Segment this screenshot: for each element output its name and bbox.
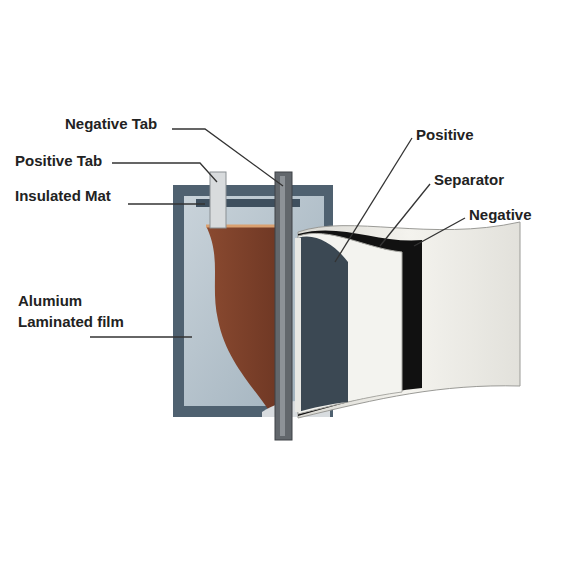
negative-tab — [275, 172, 292, 440]
part-label: Alumium Laminated film — [18, 290, 140, 332]
part-label: Separator — [434, 169, 504, 190]
part-label: Negative — [469, 204, 532, 225]
negative-tab-shine — [280, 176, 285, 436]
leader-line — [414, 218, 465, 246]
outer-sheet — [298, 222, 520, 418]
part-label: Positive Tab — [15, 150, 102, 171]
leader-line — [335, 138, 412, 262]
leader-line — [128, 203, 205, 204]
negative-sheet — [298, 230, 422, 416]
positive-tab — [210, 172, 226, 228]
leader-line — [90, 336, 192, 337]
positive-sheet — [298, 237, 348, 412]
part-label: Positive — [416, 124, 474, 145]
sheet-edge — [295, 238, 301, 412]
leader-line — [112, 163, 217, 182]
part-label: Negative Tab — [65, 113, 157, 134]
part-label: Insulated Mat — [15, 185, 111, 206]
leader-line — [380, 184, 430, 246]
separator-sheet — [298, 233, 402, 414]
leader-line — [172, 129, 283, 186]
